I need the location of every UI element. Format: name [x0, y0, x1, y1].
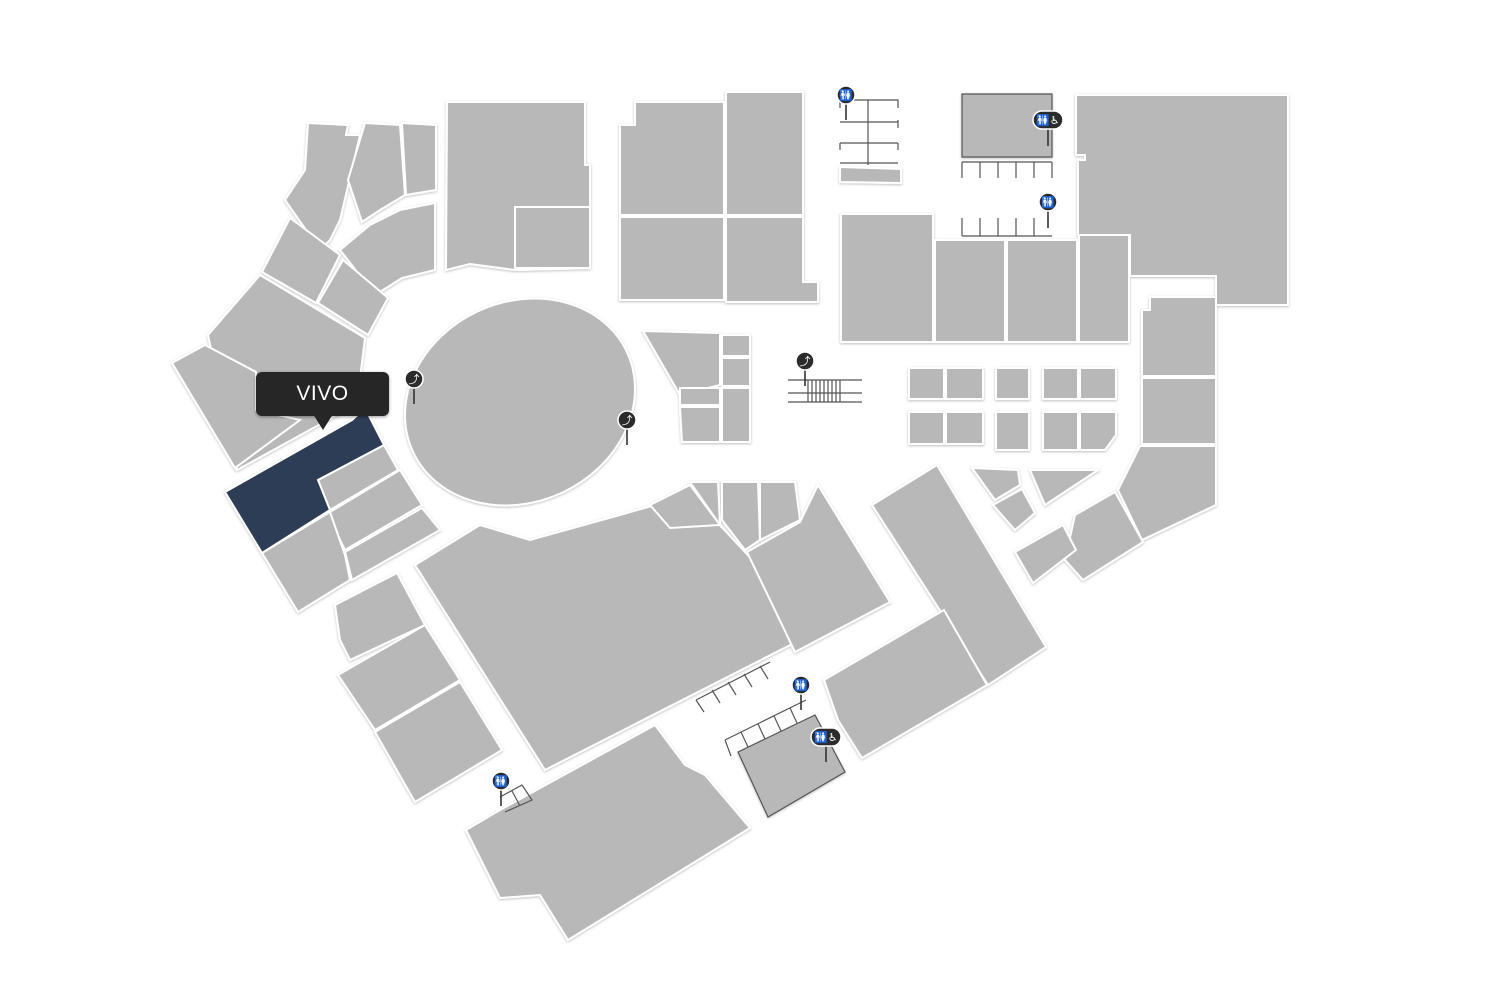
store-unit[interactable] — [745, 482, 892, 654]
store-vivo[interactable] — [223, 406, 386, 555]
amenity-pins: 🚻 🚻♿ 🚻 ⤴ ⤴ ⤴ 🚻 — [404, 85, 1064, 806]
store-unit[interactable] — [839, 165, 902, 185]
svg-text:⤴: ⤴ — [800, 354, 811, 368]
kiosk[interactable] — [1042, 411, 1079, 451]
kiosk[interactable] — [908, 411, 945, 445]
store-unit[interactable] — [721, 357, 751, 387]
restroom-icon[interactable]: 🚻 — [836, 85, 856, 120]
store-unit[interactable] — [721, 334, 751, 357]
escalator-icon[interactable]: ⤴ — [404, 369, 424, 404]
store-unit[interactable] — [336, 623, 462, 732]
kiosk[interactable] — [1042, 367, 1079, 400]
store-unit[interactable] — [343, 506, 442, 582]
store-unit[interactable] — [1063, 490, 1145, 582]
store-unit[interactable] — [170, 343, 303, 470]
store-unit[interactable] — [688, 481, 722, 529]
kiosk[interactable] — [1079, 367, 1117, 400]
store-unit[interactable] — [346, 121, 407, 224]
store-unit[interactable] — [1013, 523, 1078, 585]
callout-pointer — [313, 414, 333, 430]
store-unit[interactable] — [283, 121, 362, 252]
svg-text:🚻♿: 🚻♿ — [814, 731, 838, 744]
store-unit[interactable] — [1141, 296, 1217, 377]
central-atrium — [404, 297, 636, 507]
svg-text:🚻: 🚻 — [494, 775, 508, 788]
svg-text:🚻: 🚻 — [794, 679, 808, 692]
store-unit[interactable] — [260, 216, 342, 305]
store-unit[interactable] — [333, 571, 427, 662]
kiosk[interactable] — [945, 411, 984, 445]
kiosk[interactable] — [969, 466, 1022, 502]
svg-text:🚻: 🚻 — [1041, 196, 1055, 209]
kiosk[interactable] — [995, 411, 1030, 451]
store-unit[interactable] — [316, 258, 390, 337]
restroom-icon[interactable]: 🚻 — [791, 675, 811, 710]
store-unit[interactable] — [721, 481, 762, 552]
store-unit[interactable] — [641, 329, 721, 397]
store-unit[interactable] — [679, 387, 721, 406]
kiosk[interactable] — [1028, 469, 1102, 507]
store-unit[interactable] — [260, 510, 352, 614]
kiosk[interactable] — [991, 487, 1037, 532]
store-unit[interactable] — [619, 216, 725, 301]
store-unit[interactable] — [1116, 445, 1217, 542]
svg-text:⤴: ⤴ — [409, 372, 420, 386]
escalator-icon[interactable]: ⤴ — [795, 351, 815, 386]
restroom-accessible-icon[interactable]: 🚻♿ — [1032, 110, 1064, 146]
svg-text:🚻: 🚻 — [839, 89, 853, 102]
store-unit[interactable] — [840, 213, 934, 343]
restroom-icon[interactable]: 🚻 — [1038, 192, 1058, 228]
store-unit[interactable] — [725, 216, 819, 303]
store-unit[interactable] — [721, 387, 751, 443]
store-unit[interactable] — [678, 406, 721, 443]
kiosk[interactable] — [1079, 411, 1117, 451]
kiosk[interactable] — [995, 367, 1030, 400]
store-unit[interactable] — [725, 91, 804, 216]
store-label-callout: VIVO — [256, 372, 389, 416]
kiosk[interactable] — [908, 367, 945, 400]
store-label-text: VIVO — [296, 382, 349, 405]
store-unit[interactable] — [1006, 239, 1078, 343]
kiosk[interactable] — [945, 367, 984, 400]
store-unit[interactable] — [514, 206, 591, 269]
store-unit[interactable] — [1141, 377, 1217, 445]
restroom-accessible-icon[interactable]: 🚻♿ — [810, 727, 842, 762]
svg-text:🚻♿: 🚻♿ — [1036, 114, 1060, 127]
escalator-icon[interactable]: ⤴ — [617, 410, 637, 445]
store-unit[interactable] — [373, 680, 504, 804]
store-unit[interactable] — [619, 101, 725, 216]
restroom-icon[interactable]: 🚻 — [491, 771, 511, 806]
store-unit[interactable] — [1078, 234, 1130, 343]
store-unit[interactable] — [822, 608, 989, 760]
store-unit[interactable] — [934, 239, 1006, 343]
anchor-store[interactable] — [464, 723, 752, 942]
store-unit[interactable] — [400, 121, 437, 197]
restroom-corridor-lines — [499, 99, 1053, 813]
service-room — [961, 93, 1053, 158]
svg-text:⤴: ⤴ — [622, 413, 633, 427]
